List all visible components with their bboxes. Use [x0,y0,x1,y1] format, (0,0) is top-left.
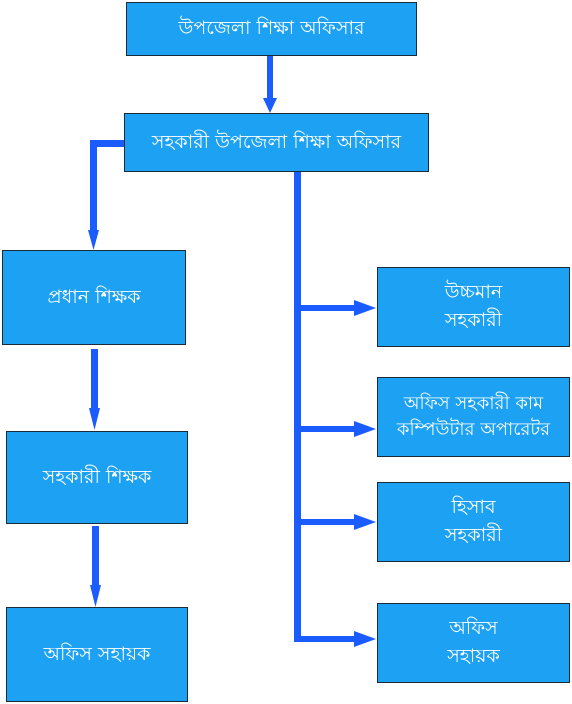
connector-assistant-officer-to-head-teacher-v [90,140,97,232]
arrowhead-to-assistant-teacher [89,408,100,430]
connector-assistant-teacher-to-office-assistant [92,526,99,588]
arrowhead-to-office-assistant-right [354,631,376,647]
node-upper-division-assistant: উচ্চমান সহকারী [377,267,570,347]
node-label-line-2: সহায়ক [447,645,500,667]
node-label-line-2: কম্পিউটার অপারেটর [396,419,551,440]
connector-branch-upper-division [294,305,356,311]
node-label-line-1: উচ্চমান [444,281,503,304]
node-label-line-2: সহকারী [444,524,503,546]
node-office-assistant-left: অফিস সহায়ক [6,607,188,702]
node-office-assistant-computer-operator: অফিস সহকারী কাম কম্পিউটার অপারেটর [377,377,570,457]
node-upazila-education-officer: উপজেলা শিক্ষা অফিসার [126,2,417,56]
connector-assistant-officer-to-head-teacher-h [90,140,126,147]
node-assistant-upazila-education-officer: সহকারী উপজেলা শিক্ষা অফিসার [124,113,429,172]
connector-branch-computer-operator [294,426,356,432]
arrowhead-to-upper-division-assistant [354,300,376,316]
node-label-line-2: সহকারী [444,309,503,331]
node-label: উপজেলা শিক্ষা অফিসার [178,17,365,40]
arrowhead-to-assistant-officer [263,98,277,113]
node-assistant-teacher: সহকারী শিক্ষক [6,431,188,524]
node-head-teacher: প্রধান শিক্ষক [2,250,186,345]
connector-branch-office-assistant-right [294,636,356,642]
node-label: সহকারী উপজেলা শিক্ষা অফিসার [151,130,402,153]
node-label: অফিস সহায়ক [43,642,151,665]
connector-group [88,56,376,647]
arrowhead-to-computer-operator [354,421,376,437]
connector-right-trunk [294,172,301,642]
node-office-assistant-right: অফিস সহায়ক [377,603,570,683]
node-label-line-1: হিসাব [451,496,496,519]
arrowhead-to-accounts-assistant [354,514,376,530]
connector-top-to-assistant-officer [267,56,273,100]
node-accounts-assistant: হিসাব সহকারী [377,482,570,562]
connector-head-teacher-to-assistant-teacher [91,349,98,411]
arrowhead-to-office-assistant-left [90,585,101,607]
connector-branch-accounts [294,519,356,525]
node-label: প্রধান শিক্ষক [47,285,141,308]
node-label-line-1: অফিস [449,617,498,640]
node-label: সহকারী শিক্ষক [42,465,152,488]
node-label-line-1: অফিস সহকারী কাম [403,392,544,414]
arrowhead-to-head-teacher [88,230,99,250]
